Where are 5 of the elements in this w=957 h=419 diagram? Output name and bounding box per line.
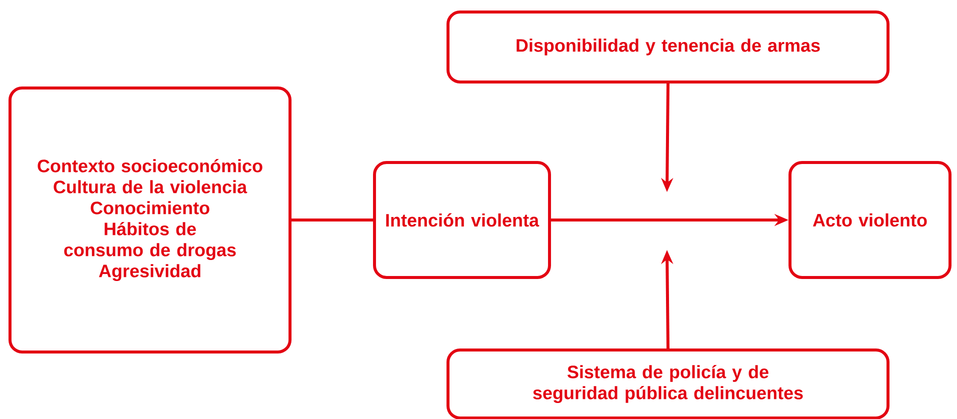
text-box: Disponibilidad y tenencia de armas [446,10,890,84]
text-box: Intención violenta [373,161,551,279]
text-box: Contexto socioeconómico Cultura de la violencia Conocimiento Hábitos de consumo de drogas Agresividad [8,86,292,354]
text-box: Acto violento [788,161,952,279]
text-box: Sistema de policía y de seguridad pública delincuentes [446,348,890,419]
